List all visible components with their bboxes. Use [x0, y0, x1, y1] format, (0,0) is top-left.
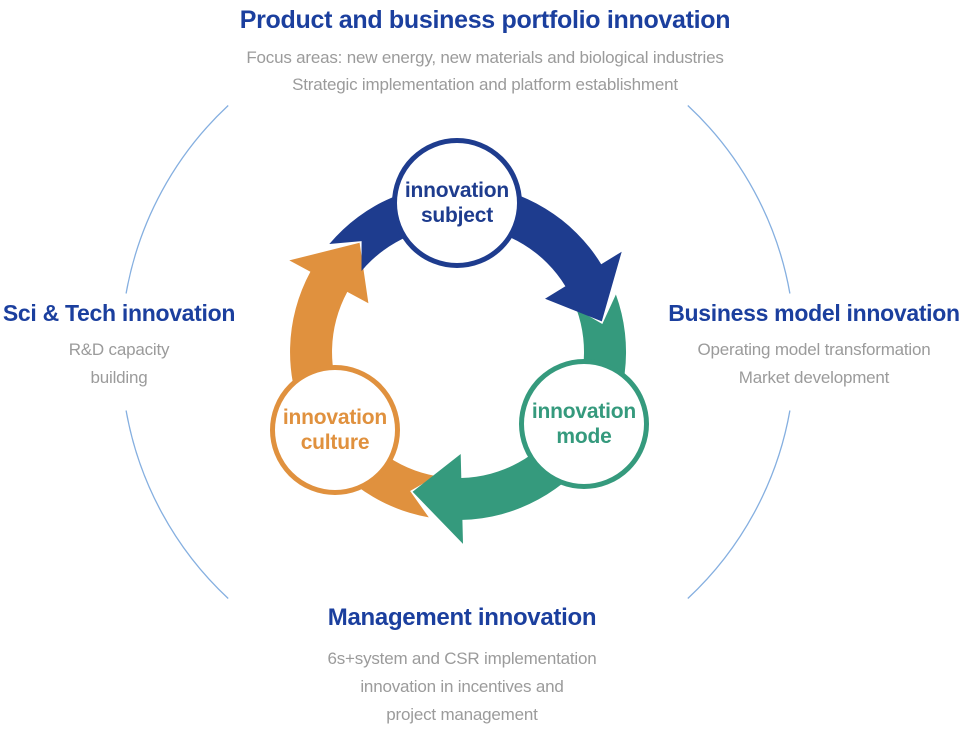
section-subtitle-line: innovation in incentives and	[360, 677, 564, 696]
outer-circle-arc-2	[125, 410, 229, 599]
node-circles	[270, 138, 649, 495]
node-circle-innovation-mode	[519, 359, 649, 489]
section-subtitle-line: 6s+system and CSR implementation	[327, 649, 597, 668]
section-title: Business model innovation	[668, 300, 960, 326]
outer-circle-arc-3	[687, 410, 791, 599]
bottom-section-management: Management innovation 6s+system and CSR …	[260, 604, 664, 729]
section-subtitle-line: project management	[386, 705, 538, 724]
section-subtitle-line: Strategic implementation and platform es…	[292, 75, 678, 94]
section-subtitle-line: Focus areas: new energy, new materials a…	[246, 48, 724, 67]
node-circle-innovation-subject	[392, 138, 522, 268]
outer-circle-arcs	[125, 105, 791, 599]
section-title: Management innovation	[327, 604, 597, 631]
arrow-green	[412, 294, 627, 544]
section-subtitle-line: building	[90, 368, 148, 387]
outer-circle-arc-0	[687, 105, 791, 294]
section-subtitle-line: R&D capacity	[68, 340, 170, 359]
section-title: Sci & Tech innovation	[2, 300, 236, 326]
node-circle-innovation-culture	[270, 365, 400, 495]
section-title: Product and business portfolio innovatio…	[239, 6, 731, 34]
left-section-sci-tech: Sci & Tech innovation R&D capacity build…	[0, 300, 238, 392]
right-section-business-model: Business model innovation Operating mode…	[662, 300, 966, 392]
section-subtitle-line: Market development	[738, 368, 890, 387]
section-subtitle-line: Operating model transformation	[697, 340, 931, 359]
top-section-product-portfolio: Product and business portfolio innovatio…	[0, 6, 970, 98]
outer-circle-arc-1	[125, 105, 229, 294]
